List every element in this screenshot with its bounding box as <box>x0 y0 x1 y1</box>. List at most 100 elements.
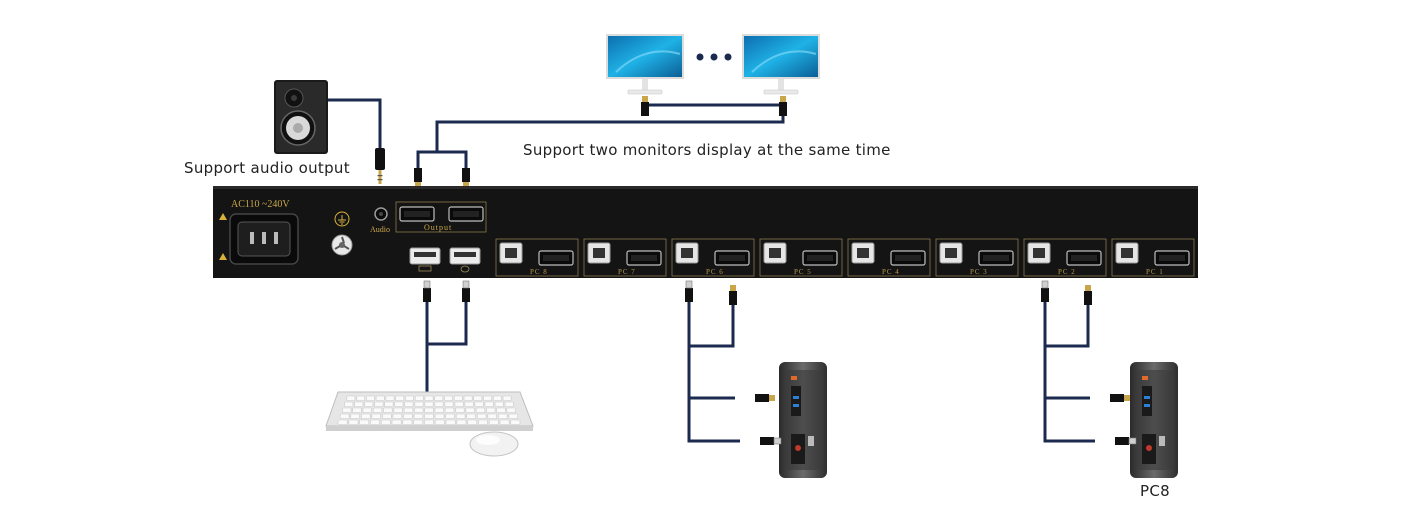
keyboard-key <box>497 413 508 419</box>
warning-icon <box>219 213 227 220</box>
keyboard-key <box>339 413 350 419</box>
pc-port-label: PC 7 <box>618 268 636 276</box>
pc-port-group: PC 3 <box>935 238 1019 277</box>
keyboard-key <box>404 401 414 407</box>
pc-port-label: PC 6 <box>706 268 724 276</box>
keyboard-key <box>473 395 483 401</box>
keyboard-key <box>395 395 405 401</box>
keyboard-key <box>488 419 499 425</box>
pc-usb-b-port <box>499 242 523 264</box>
hdmi-plug-icon <box>779 96 787 116</box>
fan-icon <box>331 234 353 256</box>
pc-port-label: PC 3 <box>970 268 988 276</box>
pc-port-group: PC 5 <box>759 238 843 277</box>
pc-port-label: PC 5 <box>794 268 812 276</box>
pc-port-group: PC 1 <box>1111 238 1195 277</box>
audio-cable <box>318 98 382 150</box>
hdmi-plug-icon <box>755 394 775 402</box>
keyboard-key <box>445 413 455 419</box>
keyboard-key <box>372 407 383 413</box>
usb-keyboard-port <box>409 247 441 272</box>
keyboard-key <box>463 395 473 401</box>
power-inlet <box>229 213 299 265</box>
keyboard-key <box>375 395 385 401</box>
keyboard-key <box>384 401 394 407</box>
keyboard-key <box>362 407 372 413</box>
keyboard-key <box>382 413 392 419</box>
kvm-rear-panel: AC110 ~240V Audio Output <box>213 186 1198 278</box>
pc-port-label: PC 8 <box>530 268 548 276</box>
speaker-icon <box>274 80 328 154</box>
keyboard-key <box>434 407 444 413</box>
usb-plug-icon <box>759 436 782 446</box>
pc-tower-icon <box>779 362 827 478</box>
keyboard-key <box>365 395 375 401</box>
keyboard-key <box>434 395 444 401</box>
keyboard-key <box>385 395 395 401</box>
keyboard-key <box>434 413 445 419</box>
keyboard-key <box>424 401 434 407</box>
mouse-icon <box>469 431 519 457</box>
keyboard-key <box>360 413 371 419</box>
audio-plug-icon <box>375 148 385 184</box>
hdmi-plug-icon <box>462 168 470 188</box>
usb-plug-icon <box>422 280 432 303</box>
pc2-hdmi-cable <box>1045 305 1090 400</box>
monitor-icon <box>606 34 684 95</box>
keyboard-key <box>475 407 486 413</box>
keyboard-key <box>444 395 453 401</box>
monitors-caption: Support two monitors display at the same… <box>523 141 891 159</box>
pc-port-label: PC 4 <box>882 268 900 276</box>
mouse-cable <box>427 300 468 346</box>
pc-usb-b-port <box>1115 242 1139 264</box>
keyboard-key <box>483 395 492 401</box>
pc-caption: PC8 <box>1140 482 1170 500</box>
ellipsis <box>696 53 732 61</box>
keyboard-key <box>350 413 360 419</box>
keyboard-key <box>403 407 414 413</box>
usb-plug-icon <box>461 280 471 303</box>
keyboard-key <box>494 401 504 407</box>
keyboard-key <box>413 413 424 419</box>
pc-hdmi-port <box>626 250 662 266</box>
keyboard-key <box>484 401 494 407</box>
pc-hdmi-port <box>802 250 838 266</box>
keyboard-key <box>487 413 497 419</box>
keyboard-key <box>364 401 374 407</box>
keyboard-key <box>352 407 362 413</box>
output-port-group: Output <box>395 201 487 233</box>
pc-port-label: PC 2 <box>1058 268 1076 276</box>
hdmi-plug-icon <box>1110 394 1130 402</box>
keyboard-key <box>492 395 502 401</box>
keyboard-key <box>393 407 403 413</box>
keyboard-key <box>348 419 359 425</box>
keyboard-key <box>342 407 352 413</box>
keyboard-key <box>465 407 475 413</box>
pc-usb-b-port <box>587 242 611 264</box>
keyboard-key <box>434 401 444 407</box>
pc-port-group: PC 2 <box>1023 238 1107 277</box>
keyboard-key <box>466 413 476 419</box>
keyboard-key <box>445 419 456 425</box>
pc6-hdmi-cable <box>689 305 735 400</box>
pc-hdmi-port <box>1154 250 1190 266</box>
keyboard-key <box>444 401 454 407</box>
keyboard-key <box>424 407 434 413</box>
pc-port-group: PC 4 <box>847 238 931 277</box>
pc-hdmi-port <box>978 250 1014 266</box>
keyboard-key <box>444 407 455 413</box>
output-label: Output <box>424 223 452 232</box>
monitor-cable-link <box>643 98 785 107</box>
keyboard-key <box>504 401 514 407</box>
keyboard-key <box>455 413 466 419</box>
keyboard-key <box>499 419 510 425</box>
keyboard-key <box>510 419 521 425</box>
keyboard-key <box>414 395 424 401</box>
hdmi-plug-icon <box>1084 285 1092 305</box>
output-hdmi-port-2 <box>448 206 484 222</box>
keyboard-key <box>424 413 434 419</box>
keyboard-key <box>383 407 393 413</box>
keyboard-key <box>502 395 512 401</box>
keyboard-key <box>392 413 403 419</box>
monitor-icon <box>742 34 820 95</box>
